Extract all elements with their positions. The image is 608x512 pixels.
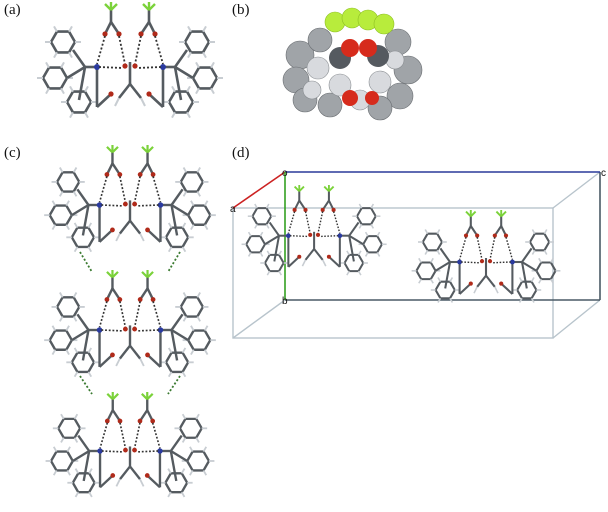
axis-a-label: a: [230, 204, 236, 215]
axis-a: [232, 171, 286, 209]
panel-b-space-filling-model: [282, 7, 423, 121]
panel-label-b: (b): [232, 2, 250, 18]
axis-b-label: b: [282, 296, 288, 307]
panel-a-molecule: [37, 2, 223, 118]
panel-label-a: (a): [4, 2, 21, 18]
axis-c-label: c: [601, 168, 606, 179]
panel-d-unit-cell: o c a b: [230, 168, 606, 339]
panel-label-c: (c): [4, 145, 21, 161]
panel-label-d: (d): [232, 145, 250, 161]
panel-c-chain: [44, 145, 216, 497]
axis-origin-label: o: [282, 168, 288, 179]
